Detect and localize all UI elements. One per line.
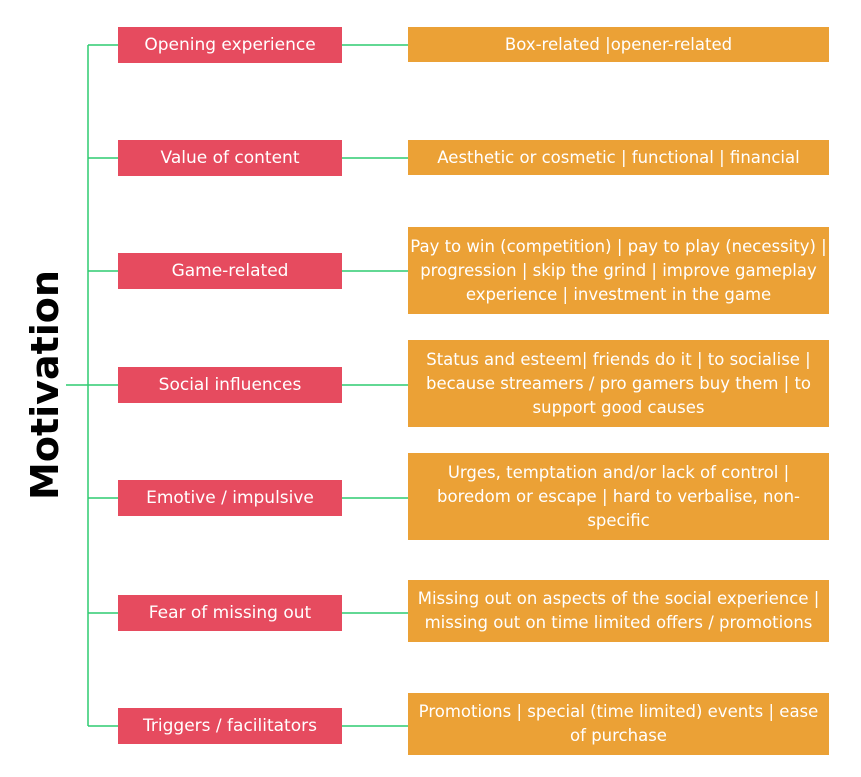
detail-box-value-of-content: Aesthetic or cosmetic | functional | fin… — [408, 140, 829, 175]
category-box-emotive-impulsive: Emotive / impulsive — [118, 480, 342, 516]
detail-box-triggers-facilitators: Promotions | special (time limited) even… — [408, 693, 829, 755]
detail-box-social-influences: Status and esteem| friends do it | to so… — [408, 340, 829, 427]
detail-box-game-related: Pay to win (competition) | pay to play (… — [408, 227, 829, 314]
detail-box-fear-of-missing-out: Missing out on aspects of the social exp… — [408, 580, 829, 642]
category-box-opening-experience: Opening experience — [118, 27, 342, 63]
category-box-value-of-content: Value of content — [118, 140, 342, 176]
detail-box-emotive-impulsive: Urges, temptation and/or lack of control… — [408, 453, 829, 540]
root-label: Motivation — [23, 270, 67, 500]
category-box-social-influences: Social influences — [118, 367, 342, 403]
category-box-game-related: Game-related — [118, 253, 342, 289]
category-box-fear-of-missing-out: Fear of missing out — [118, 595, 342, 631]
category-box-triggers-facilitators: Triggers / facilitators — [118, 708, 342, 744]
detail-box-opening-experience: Box-related |opener-related — [408, 27, 829, 62]
